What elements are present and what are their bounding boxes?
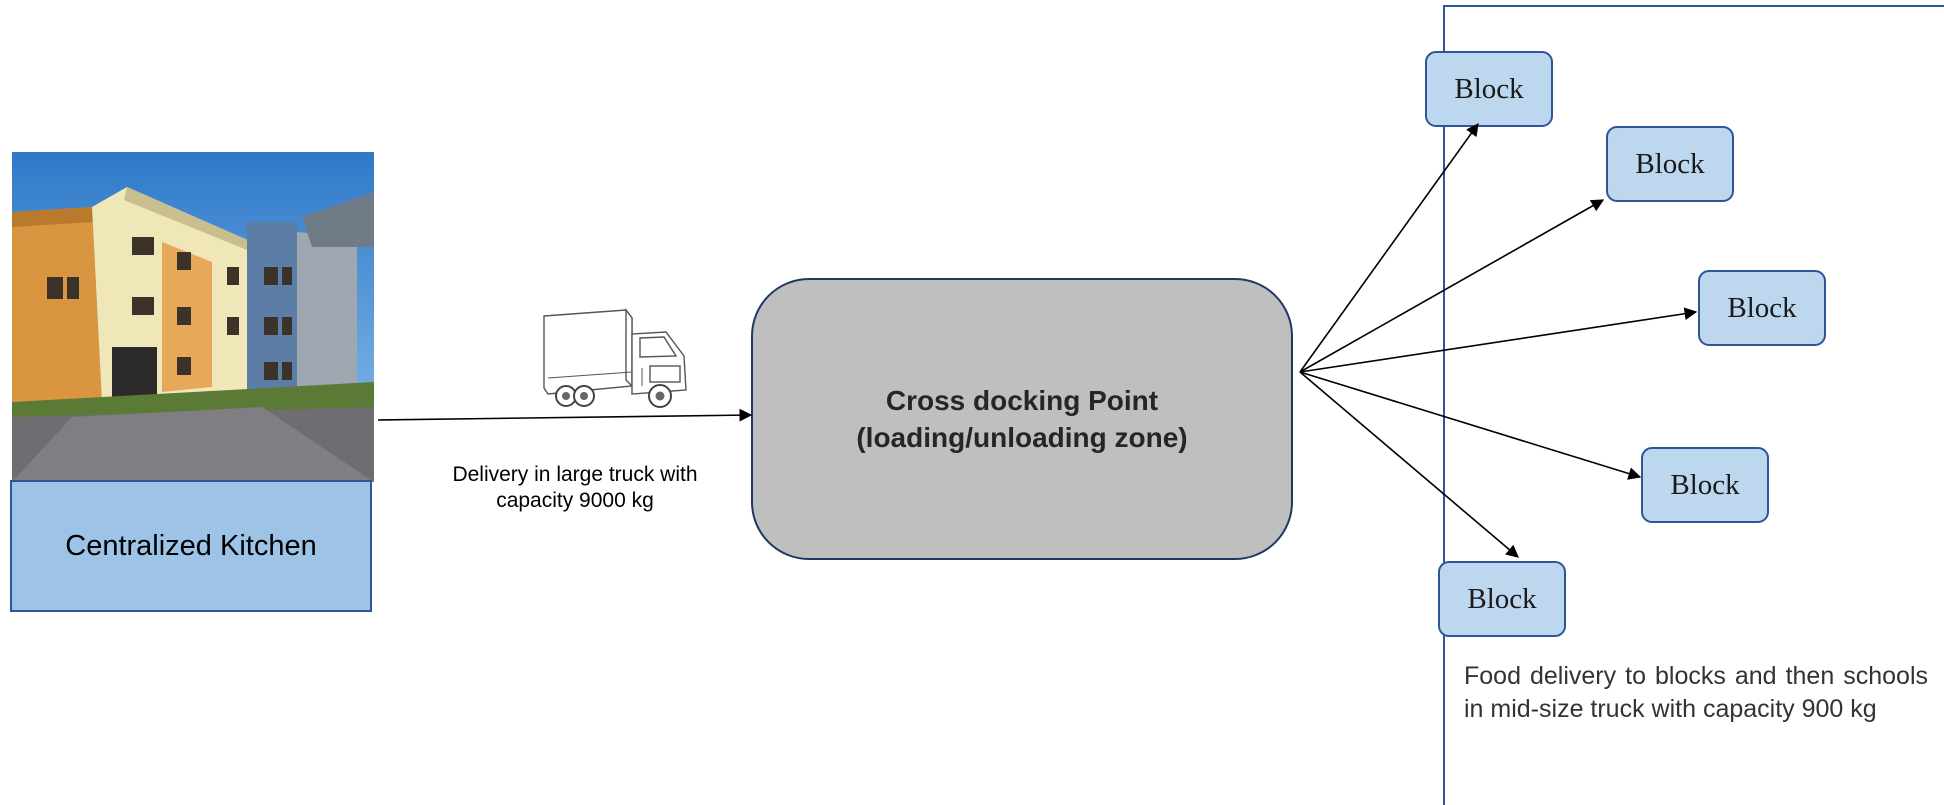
centralized-kitchen-box: Centralized Kitchen <box>10 480 372 612</box>
truck-icon <box>543 308 687 408</box>
block-label: Block <box>1467 582 1537 615</box>
block-delivery-caption: Food delivery to blocks and then schools… <box>1464 662 1928 723</box>
centralized-kitchen-label: Centralized Kitchen <box>65 529 317 562</box>
truck-delivery-caption: Delivery in large truck with capacity 90… <box>452 463 698 512</box>
arrow-kitchen-to-crossdock <box>377 408 753 422</box>
cross-dock-subtitle: (loading/unloading zone) <box>856 422 1188 453</box>
block-node: Block <box>1606 126 1734 202</box>
block-node: Block <box>1425 51 1553 127</box>
block-label: Block <box>1727 291 1797 324</box>
block-node: Block <box>1698 270 1826 346</box>
cross-dock-title: Cross docking Point <box>885 385 1159 416</box>
block-node: Block <box>1641 447 1769 523</box>
block-label: Block <box>1635 147 1705 180</box>
block-node: Block <box>1438 561 1566 637</box>
block-label: Block <box>1670 468 1740 501</box>
block-label: Block <box>1454 72 1524 105</box>
kitchen-building-image <box>12 152 374 482</box>
cross-docking-point-box: Cross docking Point (loading/unloading z… <box>751 278 1293 560</box>
